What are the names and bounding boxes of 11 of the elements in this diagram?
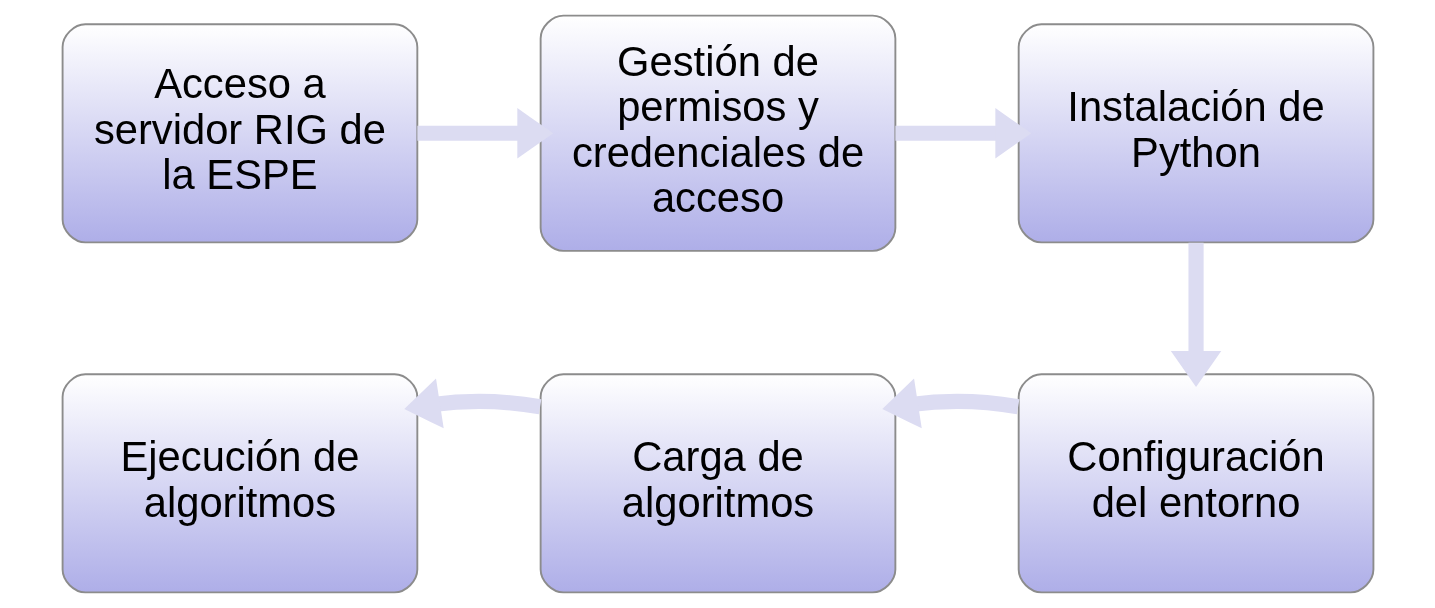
arrow (1170, 242, 1221, 388)
arrow (894, 108, 1031, 159)
node-box: Gestión de permisos y credenciales de acceso (539, 14, 896, 252)
node-box: Instalación de Python (1017, 23, 1374, 244)
arrow (416, 108, 553, 159)
node-box: Acceso a servidor RIG de la ESPE (61, 23, 418, 244)
arrow (403, 378, 541, 429)
node-box: Ejecución de algoritmos (61, 373, 418, 594)
node-box: Carga de algoritmos (539, 373, 896, 594)
node-box: Configuración del entorno (1017, 373, 1374, 594)
arrow (881, 378, 1019, 429)
